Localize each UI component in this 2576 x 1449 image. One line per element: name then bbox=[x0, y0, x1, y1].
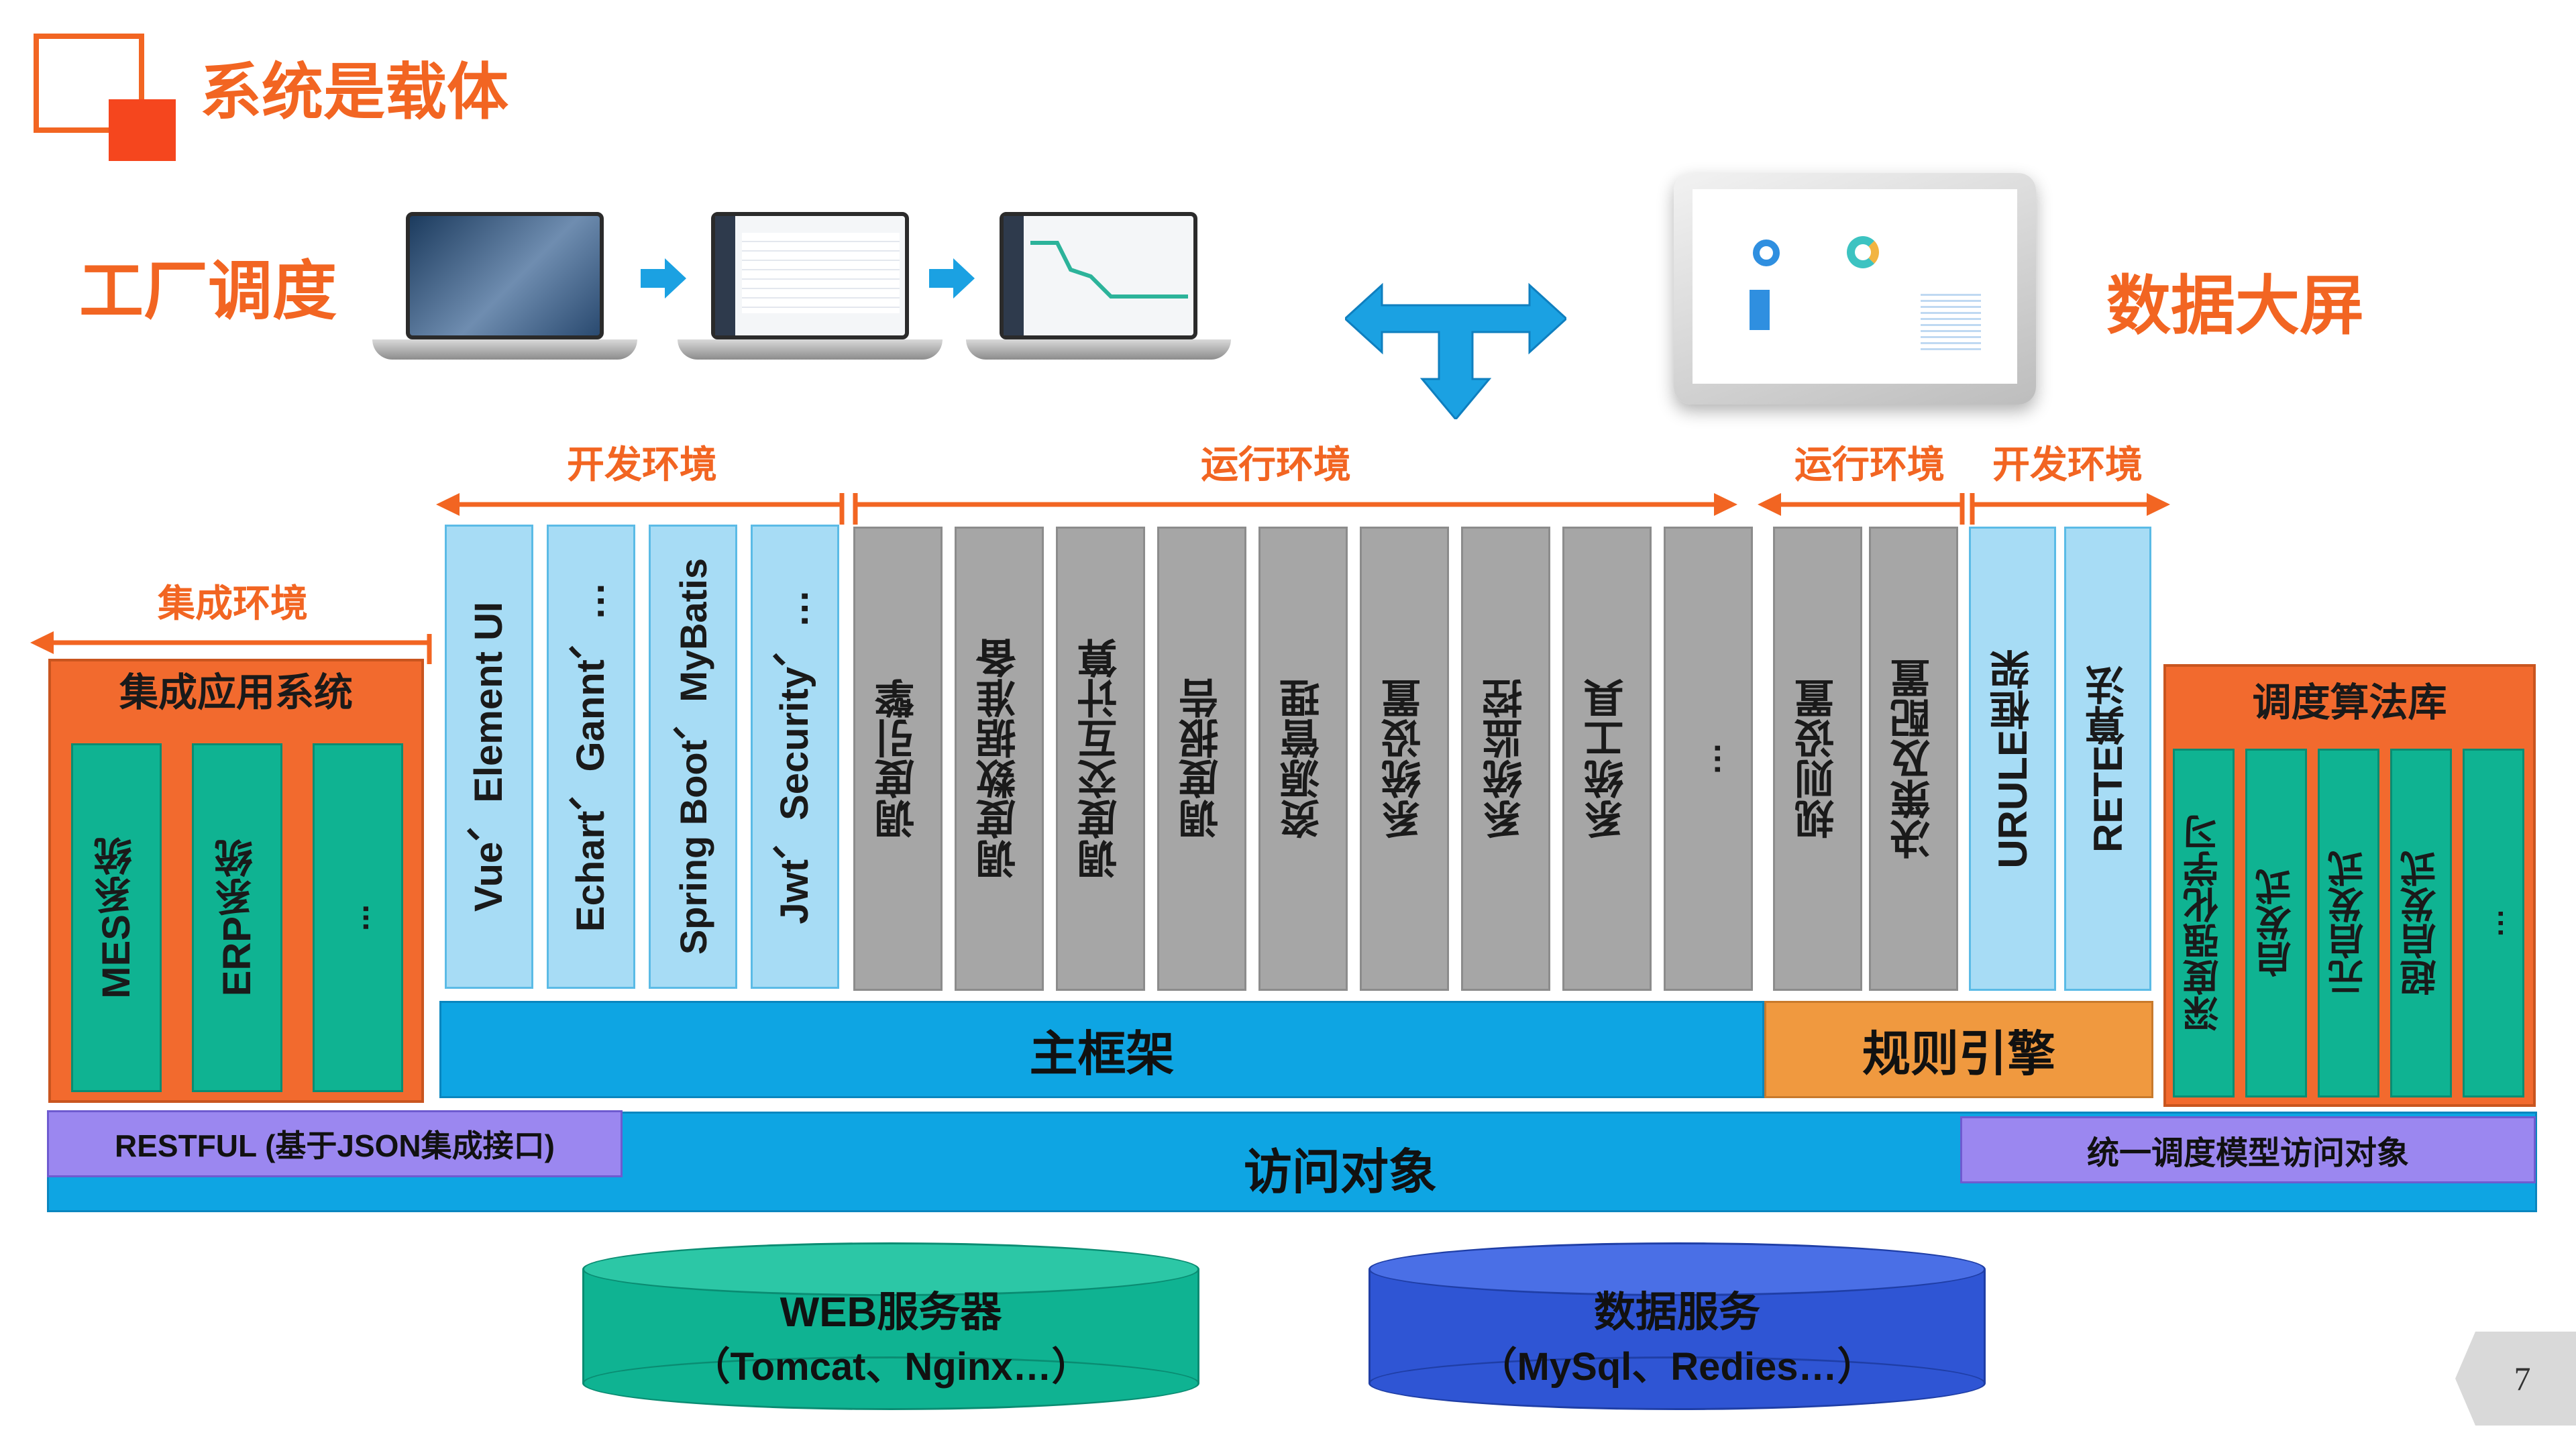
module-column-resources: 资源管理 bbox=[1258, 527, 1348, 991]
tech-column-security: Jwt、Security、… bbox=[751, 525, 839, 989]
algorithm-item-metaheuristic: 元启发式 bbox=[2318, 749, 2379, 1097]
big-screen-monitor bbox=[1674, 173, 2036, 405]
tech-column-backend: Spring Boot、MyBatis bbox=[649, 525, 737, 989]
dev-env-right-label: 开发环境 bbox=[1992, 443, 2143, 486]
algorithm-item-heuristic: 启发式 bbox=[2245, 749, 2307, 1097]
page-number: 7 bbox=[2514, 1360, 2531, 1397]
rule-column-decision-config: 决策及配置 bbox=[1869, 527, 1958, 991]
integration-item-mes: MES系统 bbox=[71, 743, 162, 1092]
page-number-badge bbox=[2455, 1332, 2576, 1426]
web-server-cylinder-bottom bbox=[582, 1356, 1199, 1410]
run-env-left-label: 运行环境 bbox=[1201, 443, 1351, 486]
slide-title: 系统是载体 bbox=[200, 58, 509, 127]
logo-mark-fill bbox=[109, 99, 176, 161]
laptop-3-screen bbox=[1000, 212, 1197, 339]
laptop-1-screen bbox=[406, 212, 604, 339]
arrow-right-icon-2 bbox=[929, 258, 975, 299]
web-server-subtitle: （Tomcat、Nginx…） bbox=[691, 1345, 1091, 1389]
data-screen-label: 数据大屏 bbox=[2106, 270, 2364, 342]
big-screen-display bbox=[1693, 189, 2017, 384]
data-service-cylinder: 数据服务 （MySql、Redies…） bbox=[1368, 1242, 1986, 1410]
arrow-right-icon bbox=[641, 258, 686, 299]
integration-env-label: 集成环境 bbox=[158, 582, 308, 625]
module-column-report: 调度报告 bbox=[1157, 527, 1246, 991]
table-widget bbox=[1921, 290, 1981, 350]
laptop-3-base bbox=[966, 339, 1231, 360]
logo-mark bbox=[34, 34, 144, 133]
laptop-1 bbox=[372, 212, 637, 366]
engine-column-urule: URULE框架 bbox=[1969, 527, 2056, 991]
algorithm-panel-title: 调度算法库 bbox=[2252, 680, 2447, 724]
laptop-1-base bbox=[372, 339, 637, 360]
data-service-title: 数据服务 bbox=[1593, 1289, 1760, 1336]
restful-bar: RESTFUL (基于JSON集成接口) bbox=[47, 1110, 623, 1177]
rule-column-rule-settings: 规则设置 bbox=[1773, 527, 1862, 991]
module-column-scheduling-engine: 调度引擎 bbox=[853, 527, 943, 991]
engine-column-rete: RETE算法 bbox=[2064, 527, 2151, 991]
rule-engine-bar: 规则引擎 bbox=[1764, 1001, 2153, 1098]
algorithm-panel: 调度算法库 深度强化学习 启发式 元启发式 超启发式 … bbox=[2163, 664, 2536, 1107]
web-server-title: WEB服务器 bbox=[780, 1289, 1002, 1336]
module-column-settings: 系统设置 bbox=[1360, 527, 1449, 991]
laptop-2-screen bbox=[711, 212, 909, 339]
integration-item-erp: ERP系统 bbox=[192, 743, 282, 1092]
module-column-monitoring: 系统监控 bbox=[1461, 527, 1550, 991]
main-framework-bar: 主框架 bbox=[439, 1001, 1764, 1098]
module-column-interactive-calc: 调度交互计算 bbox=[1056, 527, 1145, 991]
laptop-2-table bbox=[742, 233, 900, 313]
laptop-2 bbox=[678, 212, 943, 366]
integration-panel: 集成应用系统 MES系统 ERP系统 ... bbox=[48, 659, 424, 1103]
integration-item-more: ... bbox=[313, 743, 403, 1092]
bar-widget bbox=[1750, 290, 1770, 330]
env-arrows bbox=[30, 493, 2170, 664]
tech-column-charts: Echart、Gannt、… bbox=[547, 525, 635, 989]
laptop-2-base bbox=[678, 339, 943, 360]
laptop-2-sidebar bbox=[715, 216, 735, 335]
bidirectional-t-arrow-icon bbox=[1345, 282, 1566, 419]
module-column-more: … bbox=[1664, 527, 1753, 991]
laptop-3-gantt bbox=[1030, 241, 1188, 299]
tech-column-frontend: Vue、Element UI bbox=[445, 525, 533, 989]
unified-access-bar: 统一调度模型访问对象 bbox=[1960, 1116, 2536, 1183]
laptop-3-sidebar bbox=[1004, 216, 1024, 335]
integration-panel-title: 集成应用系统 bbox=[119, 671, 353, 714]
data-service-subtitle: （MySql、Redies…） bbox=[1478, 1345, 1876, 1389]
factory-scheduling-label: 工厂调度 bbox=[79, 256, 337, 327]
module-column-data-prep: 调度数据准备 bbox=[955, 527, 1044, 991]
algorithm-item-more: … bbox=[2463, 749, 2524, 1097]
access-object-label: 访问对象 bbox=[1243, 1145, 1437, 1199]
module-column-tools: 系统工具 bbox=[1562, 527, 1652, 991]
data-service-cylinder-bottom bbox=[1368, 1356, 1986, 1410]
donut-chart-1-icon bbox=[1753, 239, 1780, 266]
data-service-cylinder-top bbox=[1368, 1242, 1986, 1296]
dev-env-left-label: 开发环境 bbox=[567, 443, 717, 486]
web-server-cylinder: WEB服务器 （Tomcat、Nginx…） bbox=[582, 1242, 1199, 1410]
algorithm-item-hyperheuristic: 超启发式 bbox=[2390, 749, 2452, 1097]
web-server-cylinder-top bbox=[582, 1242, 1199, 1296]
run-env-right-label: 运行环境 bbox=[1794, 443, 1945, 486]
algorithm-item-drl: 深度强化学习 bbox=[2173, 749, 2235, 1097]
laptop-3 bbox=[966, 212, 1231, 366]
